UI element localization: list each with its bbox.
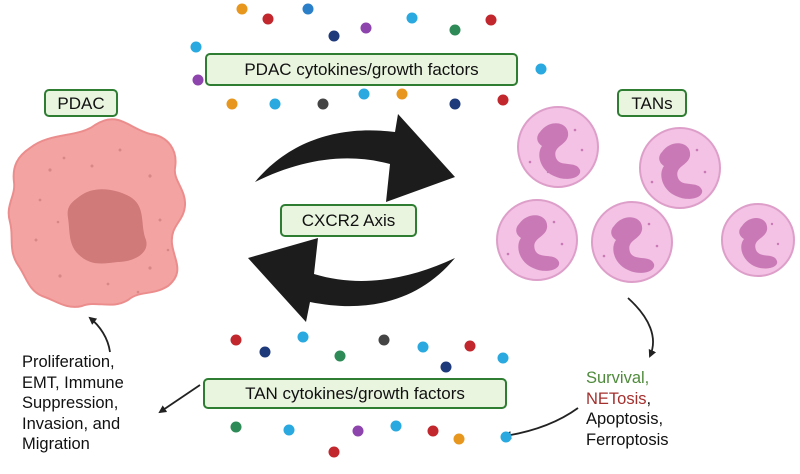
- fate-netosis: NETosis: [586, 389, 647, 408]
- tan-cytokine-dots: [230, 331, 512, 458]
- fate-ferroptosis: Ferroptosis: [586, 430, 669, 449]
- neutrophil-cell: [517, 106, 599, 188]
- effect-line: Migration: [22, 435, 90, 453]
- tan-factors-label: TAN cytokines/growth factors: [203, 378, 507, 409]
- fate-apoptosis: Apoptosis,: [586, 410, 664, 428]
- tan-to-pdac-arrow: [248, 238, 455, 322]
- neutrophil-cell: [721, 203, 795, 277]
- effect-line: Suppression,: [22, 394, 119, 412]
- effect-line: EMT, Immune: [22, 373, 124, 392]
- pdac-cytokine-dots: [190, 3, 547, 110]
- fate-survival: Survival,: [586, 369, 650, 387]
- neutrophil-cell: [639, 127, 721, 209]
- tumor-speckles: [34, 148, 170, 294]
- effect-line: Proliferation,: [22, 353, 115, 371]
- neutrophil-cell: [496, 199, 578, 281]
- neutrophil-cell: [591, 201, 673, 283]
- tan-fate-arrow: [627, 297, 657, 358]
- pdac-effects-list: Proliferation, EMT, Immune Suppression, …: [22, 352, 124, 455]
- tan-fates-list: Survival, NETosis, Apoptosis, Ferroptosi…: [586, 368, 669, 450]
- pdac-label: PDAC: [44, 89, 118, 117]
- effects-to-pdac-arrow: [88, 316, 111, 353]
- tumor-cell-nucleus: [67, 189, 147, 264]
- effect-line: Invasion, and: [22, 414, 121, 433]
- pdac-tumor-cell: [7, 118, 187, 308]
- pdac-to-tan-arrow: [255, 114, 455, 202]
- fate-to-tan-factors-arrow: [503, 407, 579, 440]
- neutrophil-group: [496, 106, 795, 283]
- tans-label: TANs: [617, 89, 687, 117]
- fate-netosis-comma: ,: [646, 389, 652, 408]
- fate-netosis-line: NETosis,: [586, 389, 669, 410]
- cxcr2-axis-label: CXCR2 Axis: [280, 204, 417, 237]
- tan-factors-to-effects-arrow: [158, 384, 201, 414]
- pdac-factors-label: PDAC cytokines/growth factors: [205, 53, 518, 86]
